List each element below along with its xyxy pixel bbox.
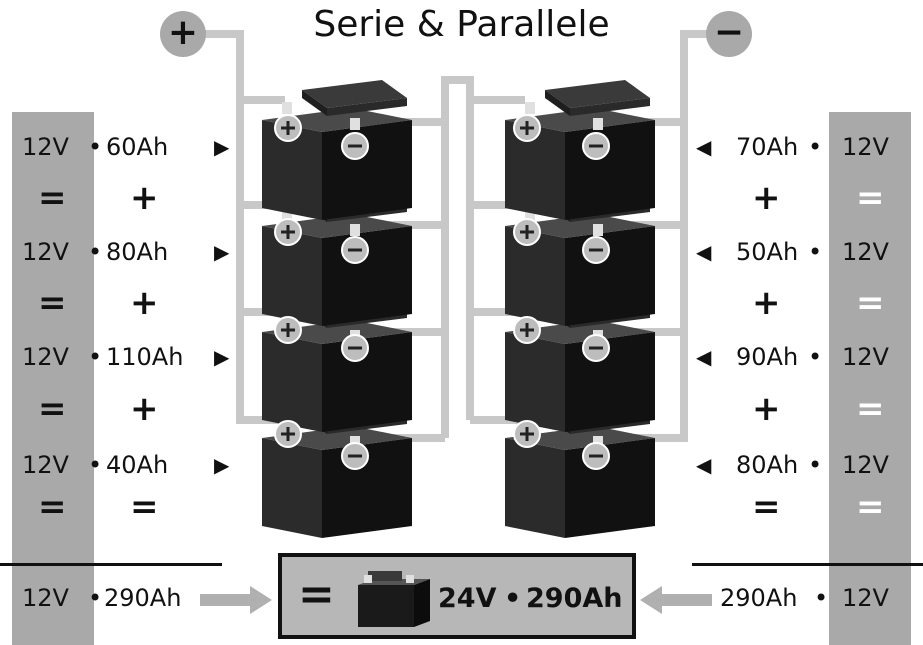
right-equals-2: = [856, 283, 885, 323]
result-capacity: 290Ah [526, 583, 623, 614]
right-bottom-equals: = [752, 487, 781, 527]
left-voltage-1: 12V [22, 133, 69, 161]
right-arrow-icon-4: ◀ [696, 453, 712, 477]
page-title: Serie & Parallele [313, 4, 610, 45]
left-plus-2: + [130, 283, 159, 323]
right-voltage-bar [829, 112, 911, 645]
result-voltage: 24V [438, 583, 497, 614]
right-plus-3: + [752, 389, 781, 429]
left-total-capacity: 290Ah [104, 584, 182, 612]
right-voltage-2: 12V [842, 238, 889, 266]
left-arrow-icon-1: ▶ [214, 135, 230, 159]
left-voltage-4: 12V [22, 451, 69, 479]
left-divider-line [0, 563, 222, 566]
right-total-bullet: • [814, 584, 829, 612]
right-bullet-4: • [808, 451, 823, 479]
left-capacity-2: 80Ah [106, 238, 169, 266]
battery-icon [358, 571, 430, 627]
negative-terminal-symbol: − [713, 12, 745, 53]
right-total-voltage: 12V [842, 584, 889, 612]
right-equals-3: = [856, 389, 885, 429]
left-capacity-4: 40Ah [106, 451, 169, 479]
right-plus-1: + [752, 178, 781, 218]
right-voltage-1: 12V [842, 133, 889, 161]
left-bullet-1: • [88, 133, 103, 161]
right-total-capacity: 290Ah [720, 584, 798, 612]
left-bullet-3: • [88, 343, 103, 371]
left-total-bullet: • [88, 584, 103, 612]
left-arrow-icon-4: ▶ [214, 453, 230, 477]
right-equals-4: = [856, 487, 885, 527]
right-capacity-1: 70Ah [736, 133, 799, 161]
left-bullet-4: • [88, 451, 103, 479]
right-voltage-4: 12V [842, 451, 889, 479]
right-bullet-2: • [808, 238, 823, 266]
right-arrow-icon-1: ◀ [696, 135, 712, 159]
left-equals-2: = [38, 283, 67, 323]
right-voltage-3: 12V [842, 343, 889, 371]
left-capacity-1: 60Ah [106, 133, 169, 161]
left-bottom-equals: = [130, 487, 159, 527]
right-arrow-icon-2: ◀ [696, 240, 712, 264]
right-equals-1: = [856, 178, 885, 218]
left-arrow-icon-2: ▶ [214, 240, 230, 264]
left-equals-3: = [38, 389, 67, 429]
positive-terminal-symbol: + [167, 12, 199, 53]
right-arrow-icon-3: ◀ [696, 345, 712, 369]
left-voltage-bar [12, 112, 94, 645]
left-capacity-3: 110Ah [106, 343, 184, 371]
left-plus-3: + [130, 389, 159, 429]
positive-terminal-icon: + [160, 11, 206, 57]
result-box: = 24V • 290Ah [278, 553, 636, 639]
left-arrow-icon-3: ▶ [214, 345, 230, 369]
right-capacity-2: 50Ah [736, 238, 799, 266]
left-plus-1: + [130, 178, 159, 218]
right-capacity-3: 90Ah [736, 343, 799, 371]
left-equals-1: = [38, 178, 67, 218]
left-total-voltage: 12V [22, 584, 69, 612]
left-voltage-3: 12V [22, 343, 69, 371]
result-equals: = [298, 569, 335, 620]
left-voltage-2: 12V [22, 238, 69, 266]
negative-terminal-icon: − [706, 11, 752, 57]
right-bullet-1: • [808, 133, 823, 161]
right-divider-line [692, 563, 923, 566]
right-bullet-3: • [808, 343, 823, 371]
left-equals-4: = [38, 487, 67, 527]
right-plus-2: + [752, 283, 781, 323]
result-bullet: • [504, 583, 522, 614]
left-bullet-2: • [88, 238, 103, 266]
right-capacity-4: 80Ah [736, 451, 799, 479]
